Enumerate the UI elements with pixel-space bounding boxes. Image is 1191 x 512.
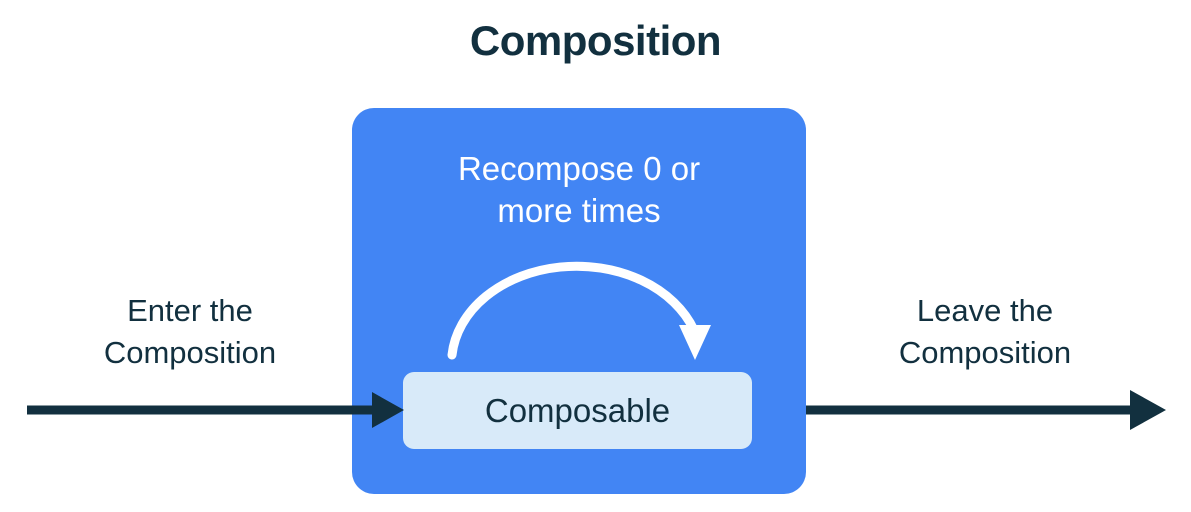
composable-node-label: Composable — [484, 392, 671, 429]
recompose-label: Recompose 0 or more times — [352, 148, 806, 232]
leave-label-line1: Leave the — [916, 293, 1054, 328]
enter-composition-label: Enter the Composition — [20, 290, 360, 374]
recompose-label-line1: Recompose 0 or — [457, 150, 701, 187]
recompose-label-line2: more times — [497, 192, 661, 229]
leave-composition-label: Leave the Composition — [810, 290, 1160, 374]
composable-node[interactable] — [403, 372, 752, 449]
page-title: Composition — [469, 17, 722, 64]
recompose-loop-arrow — [447, 261, 711, 360]
leave-label-line2: Composition — [898, 335, 1072, 370]
enter-label-line2: Composition — [103, 335, 277, 370]
enter-label-line1: Enter the — [127, 293, 253, 328]
leave-arrow — [752, 390, 1166, 430]
